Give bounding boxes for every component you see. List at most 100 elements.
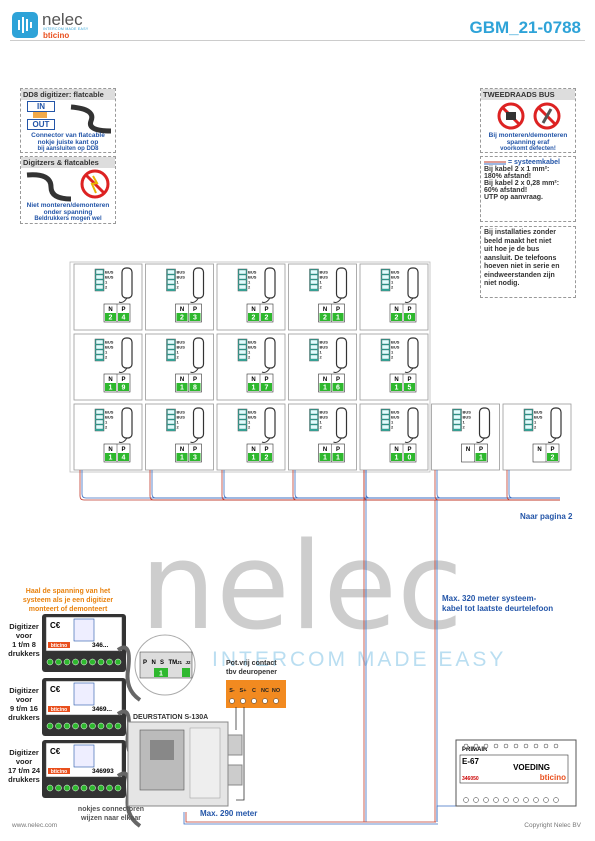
phone-r3-c4-p-label: P [336,447,340,453]
bus-wire-blue [436,470,560,499]
phone-r2-c4-p-label: P [336,377,340,383]
phone-r3-c2-terminal-label: 1 [177,420,180,425]
note-cable: = systeemkabel Bij kabel 2 x 1 mm²: 180%… [480,156,576,222]
note-dd8: DD8 digitizer: flatcable IN OUT Connecto… [20,88,116,153]
digitizer-code: 3469... [92,706,112,713]
phone-r1-c2-n-label: N [180,307,184,313]
phone-r2-c5-terminal-label: BUS [391,340,400,345]
phone-r3-c4-terminal-label: BUS [320,410,329,415]
max-290-label: Max. 290 meter [200,809,258,818]
flatcables-line-3: Beldrukkers mogen wel [34,216,102,222]
phone-r3-c7-terminal-label: 2 [534,425,537,430]
phone-r1-c5-terminal-label: BUS [391,275,400,280]
phone-r3-c4-terminal-label: 1 [320,420,323,425]
note-dd8-title: DD8 digitizer: flatcable [21,89,115,100]
max-320-line-2: kabel tot laatste deurtelefoon [442,604,554,613]
phone-r3-c7-terminal-label: 1 [534,420,537,425]
flatcables-line-2: onder spanning [43,209,93,216]
install-line-6: eindweerstanden zijn [484,271,555,279]
phone-r1-c3-p-label: P [264,307,268,313]
dd8-out-label: OUT [27,119,55,130]
phone-r3-c1-terminal-label: 2 [105,425,108,430]
nokjes-line-1: nokjes connectoren [77,806,145,813]
ce-mark-icon: C€ [50,621,61,630]
phone-r2-c1-terminal-label: BUS [105,345,114,350]
bus-wire-red [292,470,560,501]
phone-r2-c3-n-label: N [251,377,255,383]
phone-r2-c4-n-label: N [323,377,327,383]
phone-r3-c4-n-label: N [323,447,327,453]
phone-r2-c5-handset-icon [407,337,419,369]
note-install: Bij installaties zonder beeld maakt het … [480,226,576,298]
phone-r2-c5-terminal-label: BUS [391,345,400,350]
zoom-terminal-label: S [160,660,164,666]
phone-r2-c2-handset-icon [192,337,205,369]
phone-r3-c3-digit: 1 [252,455,256,462]
install-line-4: aansluit. De telefoons [484,254,557,262]
bus-line-3: voorkomt defecten! [500,146,556,152]
phone-r1-c3-terminal-label: 2 [248,285,251,290]
phone-r1-c2-p-label: P [193,307,197,313]
dd8-note-line-2: nokje juiste kant op [37,139,99,146]
phone-r1-c4-digit: 2 [323,315,327,322]
bus-wire-red [79,470,560,501]
phone-r1-c5-n-label: N [394,307,398,313]
phone-r2-c1-handset-icon [121,337,133,369]
nokjes-line-2: wijzen naar elkaar [81,815,141,822]
phone-r1-c2-terminal-label: 2 [177,285,180,290]
bus-wire-blue [151,470,560,499]
digitizer-connector [73,682,95,706]
phone-r3-c7-terminal-label: BUS [534,415,543,420]
phone-r2-c5-digit: 1 [395,385,399,392]
note-flatcables-title: Digitzers & flatcables [21,157,115,168]
phone-r1-c5-digit: 2 [395,315,399,322]
logo-mark-icon [12,12,38,38]
phone-r3-c4-digit: 1 [336,455,340,462]
phone-r2-c3-terminal-label: BUS [248,340,257,345]
power-code: 346050 [462,776,479,782]
phone-r3-c4-terminal-label: BUS [320,415,329,420]
nelec-logo: nelec INTERCOM MADE EASY bticino [12,10,122,40]
phone-r2-c4-digit: 6 [336,385,340,392]
door-station [127,707,245,807]
phone-r1-c2-digit: 3 [193,315,197,322]
cable-line-4: 60% afstand! [484,187,528,194]
phone-r2-c1-terminal-label: 1 [105,350,108,355]
flatcables-line-1: Niet monteren/demonteren [26,202,110,209]
phone-r3-c1-p-label: P [121,447,125,453]
power-model: E-67 [462,757,479,766]
phone-r1-c4-p-label: P [336,307,340,313]
digitizer-brand: bticino [51,707,67,713]
digitizer-connector [73,744,95,768]
phone-r3-c2-terminal-label: 2 [177,425,180,430]
phone-r3-c7-handset-icon [550,407,562,439]
phone-r2-c2-terminal-label: BUS [177,345,186,350]
zoom-terminal-label: N [152,660,156,666]
brand-name: nelec [42,10,83,29]
relay-terminal-label: S- [229,688,235,694]
phone-r3-c7-n-label: N [537,447,541,453]
door-bus-blue [183,812,438,825]
phone-r3-c3-p-label: P [264,447,268,453]
phone-r1-c5-digit: 0 [408,315,412,322]
phone-r3-c3-terminal-label: 1 [248,420,251,425]
bus-wire-blue [365,470,560,499]
phone-r2-c1-digit: 1 [109,385,113,392]
phone-r3-c7-terminal-label: BUS [534,410,543,415]
phone-r1-c4-terminal-label: 2 [320,285,323,290]
naar-pagina-label: Naar pagina 2 [520,512,573,521]
install-line-5: hoeven niet in serie en [484,263,560,270]
phone-r3-c2-p-label: P [193,447,197,453]
phone-r2-c2-terminal-label: 1 [177,350,180,355]
phone-r3-c5-terminal-label: 2 [391,425,394,430]
phone-r2-c3-digit: 1 [252,385,256,392]
